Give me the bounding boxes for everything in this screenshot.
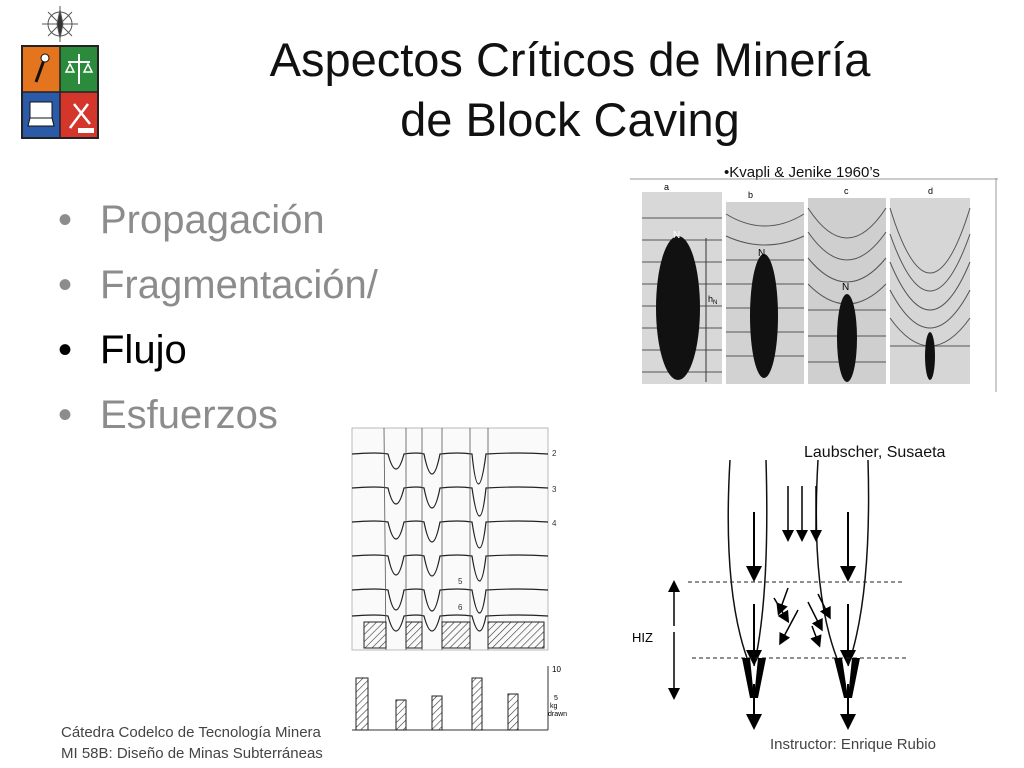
panel-label: a [664,182,669,192]
bullet-text: Esfuerzos [100,393,278,437]
kvapli-panel-a: a N hN [642,182,722,384]
bullet-list: • Propagación • Fragmentación/ • Flujo • Esf… [58,188,378,448]
bullet-item-flujo: • Flujo [58,318,378,383]
footer-course: MI 58B: Diseño de Minas Subterráneas [61,745,323,762]
compass-star-icon [42,6,78,42]
panel-symbol: N [758,248,765,259]
footer-chair: Cátedra Codelco de Tecnología Minera [61,724,321,741]
bullet-dot: • [58,393,73,437]
hiz-label: HIZ [632,630,653,645]
slide-title-line1: Aspectos Críticos de Minería [269,33,871,86]
layer-number: 6 [458,603,463,612]
bullet-dot: • [58,263,73,307]
bullet-item-fragmentacion: • Fragmentación/ [58,253,378,318]
footer-instructor: Instructor: Enrique Rubio [770,736,936,753]
panel-symbol-hn: hN [708,294,717,306]
university-crest-logo [21,6,99,139]
layer-number: 3 [552,485,557,494]
shield-icon [21,45,99,139]
slide-title: Aspectos Críticos de Minería de Block Ca… [180,30,960,150]
slide-title-line2: de Block Caving [400,93,740,146]
bullet-dot: • [58,198,73,242]
panel-label: c [844,186,849,196]
panel-label: b [748,190,753,200]
panel-symbol: N [842,282,849,293]
bullet-item-propagacion: • Propagación [58,188,378,253]
panel-symbol: N [673,230,680,241]
bar-scale-top: 10 [552,665,561,674]
kvapli-draw-zone-photo: a N hN b N c N [630,178,998,392]
layer-number: 5 [458,577,463,586]
drawpoint-funnels [742,658,860,698]
bullet-item-esfuerzos: • Esfuerzos [58,383,378,448]
laubscher-hiz-diagram: HIZ [632,459,906,730]
kvapli-caption: •Kvapli & Jenike 1960’s [724,164,880,181]
bullet-text: Flujo [100,328,187,372]
kvapli-panel-c: c N [807,186,887,384]
layer-number: 2 [552,449,557,458]
kvapli-panel-b: b N [725,190,805,384]
drawpoint-blocks [363,621,545,649]
panel-label: d [928,186,933,196]
bullet-text: Propagación [100,198,325,242]
laubscher-caption: Laubscher, Susaeta [804,444,946,461]
footer-course-info: Cátedra Codelco de Tecnología Minera MI … [61,722,349,764]
bullet-text: Fragmentación/ [100,263,378,307]
layer-number: 4 [552,519,557,528]
kvapli-panel-d: d [889,186,971,384]
bullet-dot: • [58,328,73,372]
